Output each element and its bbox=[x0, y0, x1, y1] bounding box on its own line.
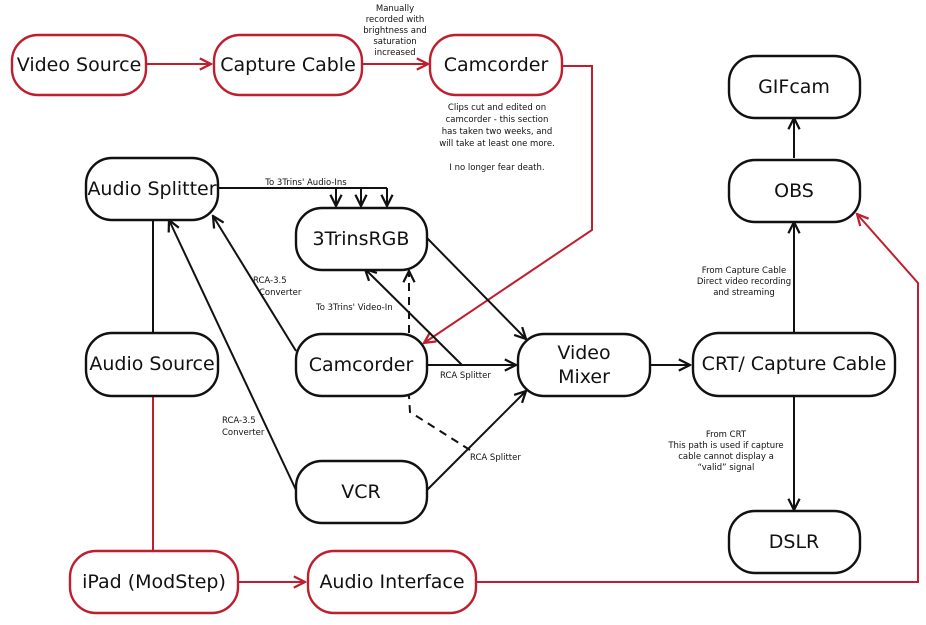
node-label: Capture Cable bbox=[220, 54, 356, 76]
node-label-line: Mixer bbox=[558, 366, 610, 388]
edge-vcr-splitter-dashed bbox=[408, 395, 471, 451]
edge-audio-interface-to-obs bbox=[476, 214, 919, 583]
node-vcr[interactable]: VCR bbox=[294, 459, 429, 525]
annotation-line: increased bbox=[374, 48, 415, 58]
annotation-line: saturation bbox=[373, 37, 416, 47]
annotation-line: Manually bbox=[376, 4, 414, 14]
node-crt-capture-cable[interactable]: CRT/ Capture Cable bbox=[691, 331, 897, 398]
note-rca-splitter-2: RCA Splitter bbox=[470, 453, 521, 463]
edge-camcorder-to-audio-splitter bbox=[213, 216, 297, 352]
node-label: Audio Splitter bbox=[87, 178, 216, 200]
node-capture-cable[interactable]: Capture Cable bbox=[212, 33, 364, 97]
annotation-line: has taken two weeks, and bbox=[442, 127, 553, 137]
node-label: OBS bbox=[774, 180, 814, 202]
edge-camcorder-top-to-camcorder bbox=[424, 65, 593, 343]
note-clips-cut: Clips cut and edited on camcorder - this … bbox=[439, 103, 555, 173]
annotation-line: Clips cut and edited on bbox=[448, 103, 546, 113]
nodes-layer: Video Source Capture Cable Camcorder GIF… bbox=[10, 33, 897, 615]
node-ipad-modstep[interactable]: iPad (ModStep) bbox=[68, 549, 240, 615]
annotation-line: From Capture Cable bbox=[702, 266, 786, 276]
annotation-line: will take at least one more. bbox=[439, 139, 555, 149]
node-label: Camcorder bbox=[444, 54, 549, 76]
node-video-source[interactable]: Video Source bbox=[10, 33, 148, 97]
annotation-line: “valid” signal bbox=[698, 463, 755, 473]
edge-vcr-to-video-mixer bbox=[426, 391, 526, 491]
node-dslr[interactable]: DSLR bbox=[727, 509, 862, 575]
node-gifcam[interactable]: GIFcam bbox=[727, 54, 862, 120]
node-audio-interface[interactable]: Audio Interface bbox=[306, 549, 478, 615]
node-label: GIFcam bbox=[758, 76, 830, 98]
node-3trinsrgb[interactable]: 3TrinsRGB bbox=[294, 206, 429, 272]
annotation-line: RCA-3.5 bbox=[253, 276, 287, 286]
edge-vcr-to-audio-splitter bbox=[169, 220, 297, 491]
node-camcorder[interactable]: Camcorder bbox=[294, 332, 429, 398]
node-label: iPad (ModStep) bbox=[82, 571, 226, 593]
node-label: Audio Interface bbox=[319, 571, 464, 593]
annotation-line: Converter bbox=[222, 428, 265, 438]
node-label: Audio Source bbox=[89, 353, 214, 375]
annotation-line: camcorder - this section bbox=[446, 115, 549, 125]
node-label: DSLR bbox=[769, 531, 819, 553]
annotation-line: Direct video recording bbox=[697, 277, 791, 287]
edges-layer bbox=[145, 64, 919, 583]
annotation-line: and streaming bbox=[713, 288, 775, 298]
node-label: 3TrinsRGB bbox=[313, 228, 410, 250]
note-to-audio-ins: To 3Trins' Audio-Ins bbox=[264, 178, 347, 188]
node-camcorder-top[interactable]: Camcorder bbox=[428, 33, 564, 97]
edge-3trinsrgb-to-video-mixer bbox=[426, 237, 526, 339]
node-label: CRT/ Capture Cable bbox=[702, 353, 887, 375]
node-label: Camcorder bbox=[309, 354, 414, 376]
annotation-line: This path is used if capture bbox=[667, 441, 783, 451]
node-label: Video Source bbox=[17, 54, 142, 76]
annotation-line: RCA-3.5 bbox=[222, 416, 256, 426]
annotation-line: Converter bbox=[259, 288, 302, 298]
annotation-line: recorded with bbox=[366, 15, 425, 25]
note-rca-splitter-1: RCA Splitter bbox=[440, 371, 491, 381]
edge-rca-splitter-to-3trinsrgb bbox=[365, 269, 463, 366]
node-audio-splitter[interactable]: Audio Splitter bbox=[84, 156, 220, 222]
node-label: VCR bbox=[341, 481, 380, 503]
node-label-line: Video bbox=[557, 342, 610, 364]
annotation-line: I no longer fear death. bbox=[449, 163, 544, 173]
annotation-line: brightness and bbox=[363, 26, 427, 36]
note-to-video-in: To 3Trins' Video-In bbox=[315, 303, 393, 313]
node-obs[interactable]: OBS bbox=[727, 158, 862, 224]
node-audio-source[interactable]: Audio Source bbox=[84, 331, 220, 398]
annotation-line: cable cannot display a bbox=[678, 452, 774, 462]
annotation-line: From CRT bbox=[706, 430, 747, 440]
